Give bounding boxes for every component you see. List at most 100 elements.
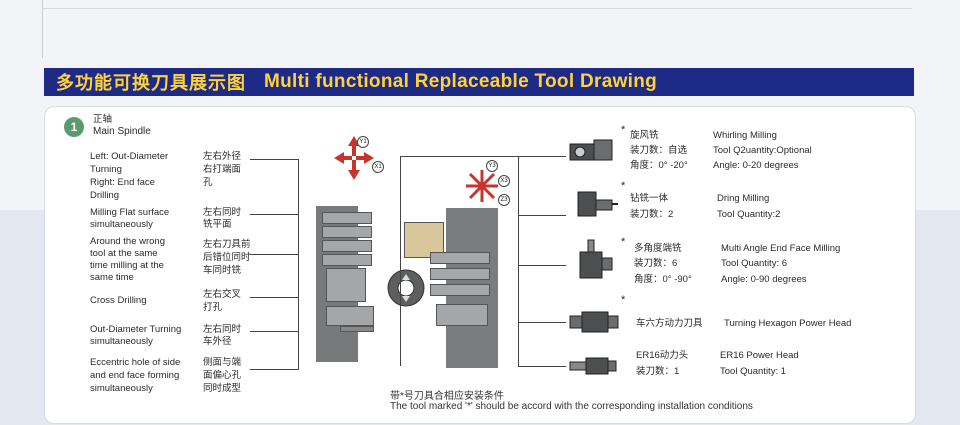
right-tool-block [430, 284, 490, 296]
axis-label-y3: Y3 [486, 160, 498, 172]
left-holder-block [326, 306, 374, 326]
left-op-3-en-3: time milling at the [90, 260, 164, 271]
left-op-1-cn-3: 孔 [203, 177, 213, 188]
leader-line [518, 366, 566, 367]
left-op-3-cn-3: 车同时铣 [203, 265, 242, 276]
left-op-1-en-1: Left: Out-Diameter [90, 151, 169, 162]
tool-2-star: * [621, 180, 626, 192]
left-op-5-en-2: simultaneously [90, 336, 153, 347]
left-op-3-en-4: same time [90, 272, 134, 283]
left-rail [340, 326, 374, 332]
axis-label-y1: Y1 [357, 136, 369, 148]
divider-horizontal [42, 8, 912, 9]
tool-1-cn-qty: 装刀数：自选 [630, 145, 688, 156]
left-op-5-en-1: Out-Diameter Turning [90, 324, 182, 335]
axis-label-z3: Z3 [498, 194, 510, 206]
leader-line [250, 254, 298, 255]
left-op-2-cn-1: 左右同时 [203, 207, 242, 218]
left-op-6-cn-1: 侧面与端 [203, 357, 242, 368]
tool-4-en-name: Turning Hexagon Power Head [724, 318, 852, 329]
axis-label-x3: X3 [498, 175, 510, 187]
left-op-1-en-4: Drilling [90, 190, 120, 201]
left-op-5-cn-1: 左右同时 [203, 324, 242, 335]
tool-1-en-angle: Angle: 0-20 degrees [713, 160, 799, 171]
left-turret-block [326, 268, 366, 302]
hexagon-power-head-tool-icon [569, 311, 619, 333]
leader-bus-right [518, 156, 519, 366]
tool-3-en-qty: Tool Quantity: 6 [721, 258, 788, 269]
er16-power-head-tool-icon [569, 357, 617, 375]
left-op-2-cn-2: 铣平面 [203, 219, 232, 230]
left-op-6-cn-2: 面偏心孔 [203, 370, 242, 381]
left-op-1-cn-2: 右打端面 [203, 164, 242, 175]
installation-note-cn: 带*号刀具合相应安装条件 [390, 391, 504, 402]
spindle-chuck-icon [387, 269, 425, 307]
left-op-1-en-2: Turning [90, 164, 122, 175]
tool-2-en-qty: Tool Quantity:2 [717, 209, 781, 220]
right-tool-block [430, 252, 490, 264]
tool-5-cn-name: ER16动力头 [636, 350, 689, 361]
leader-line [250, 159, 298, 160]
tool-2-en-name: Dring Milling [717, 193, 770, 204]
left-op-4-en-1: Cross Drilling [90, 295, 147, 306]
leader-line [400, 156, 566, 157]
left-tool-block [322, 212, 372, 224]
right-holder-block [436, 304, 488, 326]
tool-4-cn-name: 车六方动力刀具 [636, 318, 703, 329]
right-tool-block [430, 268, 490, 280]
tool-1-en-name: Whirling Milling [713, 130, 777, 141]
divider-vertical [42, 0, 43, 58]
tool-5-cn-qty: 装刀数：1 [636, 366, 680, 377]
left-op-6-en-1: Eccentric hole of side [90, 357, 181, 368]
spindle-label-cn: 正轴 [93, 114, 113, 125]
whirling-milling-tool-icon [569, 139, 613, 161]
leader-line [250, 369, 298, 370]
left-op-4-cn-2: 打孔 [203, 302, 223, 313]
left-op-2-en-1: Milling Flat surface [90, 207, 170, 218]
left-op-4-cn-1: 左右交叉 [203, 289, 242, 300]
axis-label-x1: X1 [372, 161, 384, 173]
axis-star-right-icon [466, 170, 498, 202]
leader-line [250, 331, 298, 332]
left-op-6-en-2: and end face forming [90, 370, 180, 381]
tool-5-en-qty: Tool Quantity: 1 [720, 366, 787, 377]
tool-1-en-qty: Tool Q2uantity:Optional [713, 145, 812, 156]
title-cn: 多功能可换刀具展示图 [56, 73, 246, 93]
tool-3-cn-angle: 角度：0° -90° [634, 274, 692, 285]
left-tool-block [322, 226, 372, 238]
leader-line [518, 322, 566, 323]
tool-3-en-name: Multi Angle End Face Milling [721, 243, 841, 254]
multi-angle-end-milling-tool-icon [579, 239, 613, 279]
drill-milling-tool-icon [577, 191, 618, 217]
tool-1-cn-name: 旋风铣 [630, 130, 659, 141]
left-op-1-en-3: Right: End face [90, 177, 155, 188]
leader-line [518, 215, 566, 216]
tool-2-cn-name: 钻铣一体 [630, 193, 669, 204]
left-op-3-cn-1: 左右刀具前 [203, 239, 251, 250]
left-op-2-en-2: simultaneously [90, 219, 153, 230]
tool-2-cn-qty: 装刀数：2 [630, 209, 674, 220]
tool-3-en-angle: Angle: 0-90 degrees [721, 274, 807, 285]
left-tool-block [322, 240, 372, 252]
left-op-6-cn-3: 同时成型 [203, 383, 242, 394]
tool-1-cn-angle: 角度：0° -20° [630, 160, 688, 171]
leader-line [250, 214, 298, 215]
left-op-5-cn-2: 车外径 [203, 336, 232, 347]
tool-3-cn-qty: 装刀数：6 [634, 258, 678, 269]
title-banner: 多功能可换刀具展示图 Multi functional Replaceable … [44, 68, 914, 96]
leader-bus-right-inner [400, 156, 401, 366]
tool-5-en-name: ER16 Power Head [720, 350, 799, 361]
left-op-3-en-1: Around the wrong [90, 236, 165, 247]
tool-3-cn-name: 多角度端铣 [634, 243, 682, 254]
tool-1-star: * [621, 124, 626, 136]
left-op-3-cn-2: 后错位同时 [203, 252, 251, 263]
spindle-number-badge: 1 [64, 117, 84, 137]
left-op-6-en-3: simultaneously [90, 383, 153, 394]
leader-line [250, 297, 298, 298]
leader-bus-left [298, 159, 299, 370]
left-tool-block [322, 254, 372, 266]
left-op-1-cn-1: 左右外径 [203, 151, 242, 162]
leader-line [518, 265, 566, 266]
spindle-label-en: Main Spindle [93, 126, 151, 137]
installation-note-en: The tool marked '*' should be accord wit… [390, 401, 753, 412]
